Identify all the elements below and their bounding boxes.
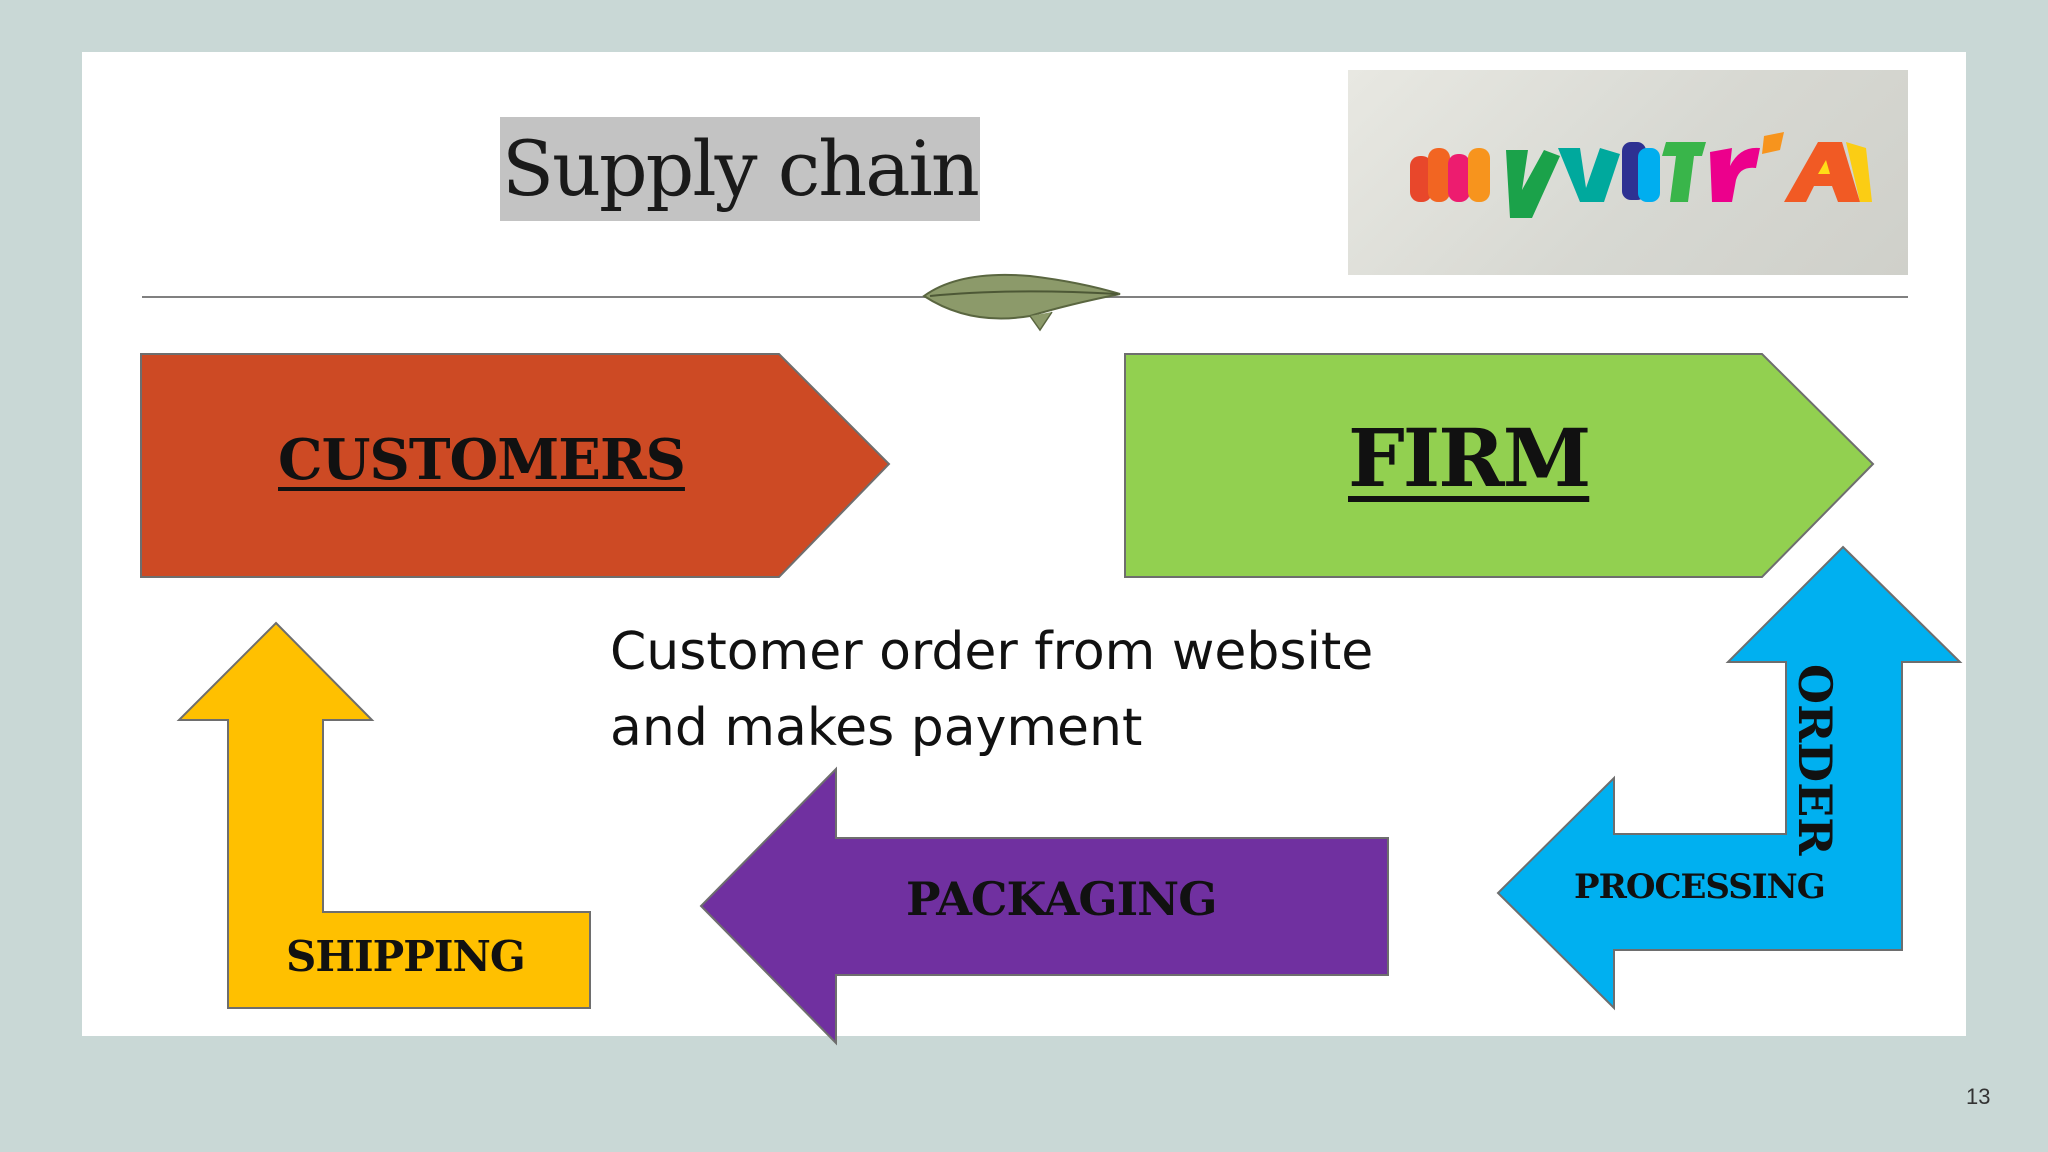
processing-label: PROCESSING [1574, 867, 1826, 907]
slide-title: Supply chain [502, 124, 980, 213]
myntra-logo-image [1348, 70, 1908, 275]
firm-label: FIRM [1348, 411, 1591, 505]
title-highlight: Supply chain [500, 117, 980, 221]
shipping-label: SHIPPING [286, 932, 526, 981]
shipping-arrow [176, 621, 591, 1009]
packaging-arrow [699, 766, 1389, 1046]
description-text: Customer order from website and makes pa… [610, 622, 1374, 758]
order-label: ORDER [1788, 664, 1842, 856]
feather-ornament [922, 273, 1121, 332]
packaging-label: PACKAGING [906, 872, 1217, 926]
firm-arrow [1124, 353, 1875, 578]
page-number: 13 [1966, 1084, 1991, 1109]
myntra-logo [1410, 132, 1872, 218]
customers-arrow [140, 353, 891, 578]
order-processing-arrow [1496, 545, 1963, 1011]
customers-label: CUSTOMERS [278, 427, 686, 493]
